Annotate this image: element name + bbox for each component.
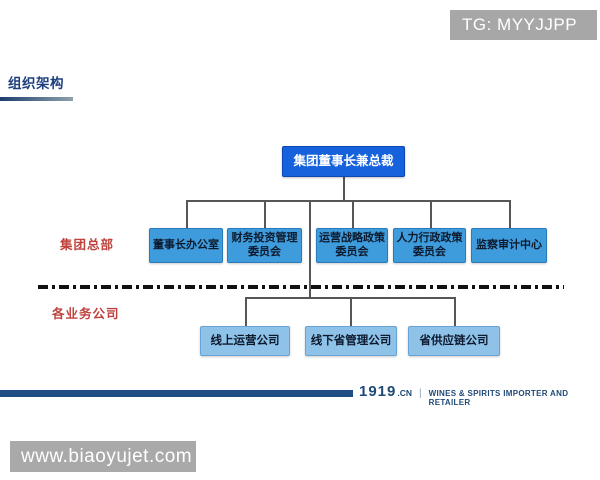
connector-root-trunk [343,177,345,201]
page-title: 组织架构 [8,76,64,91]
section-label-business-companies: 各业务公司 [52,307,120,321]
brand-logo-cn-suffix: .CN [397,388,413,398]
org-node-hr-admin-committee: 人力行政政策委员会 [393,228,466,263]
connector-tier3-drop [454,297,456,326]
connector-tier3-drop [350,297,352,326]
connector-tier2-drop [352,200,354,228]
org-node-finance-investment-committee: 财务投资管理委员会 [227,228,302,263]
org-node-chairman-president: 集团董事长兼总裁 [282,146,405,177]
org-node-operations-strategy-committee: 运营战略政策委员会 [316,228,388,263]
connector-tier2-horizontal [186,200,510,202]
footer-rule-bar [0,390,353,397]
section-divider-dashed-line [38,285,564,289]
org-node-chairman-office: 董事长办公室 [149,228,223,263]
brand-tagline: WINES & SPIRITS IMPORTER AND RETAILER [428,389,569,407]
tg-contact-badge: TG: MYYJJPP [450,10,597,40]
org-node-audit-center: 监察审计中心 [471,228,547,263]
org-node-offline-province-management-company: 线下省管理公司 [305,326,397,356]
connector-tier2-drop [186,200,188,228]
brand-divider: | [419,388,422,399]
footer-brand: 1919 .CN | WINES & SPIRITS IMPORTER AND … [359,383,600,407]
connector-tier2-drop [509,200,511,228]
connector-tier2-drop [430,200,432,228]
connector-business-trunk [309,200,311,297]
org-node-online-operations-company: 线上运营公司 [200,326,290,356]
org-node-province-supply-chain-company: 省供应链公司 [408,326,500,356]
watermark-url: www.biaoyujet.com [10,441,196,472]
connector-tier3-drop [245,297,247,326]
connector-tier2-drop [264,200,266,228]
brand-logo-1919: 1919 [359,383,397,400]
title-underline [0,97,73,101]
section-label-group-hq: 集团总部 [60,238,115,252]
